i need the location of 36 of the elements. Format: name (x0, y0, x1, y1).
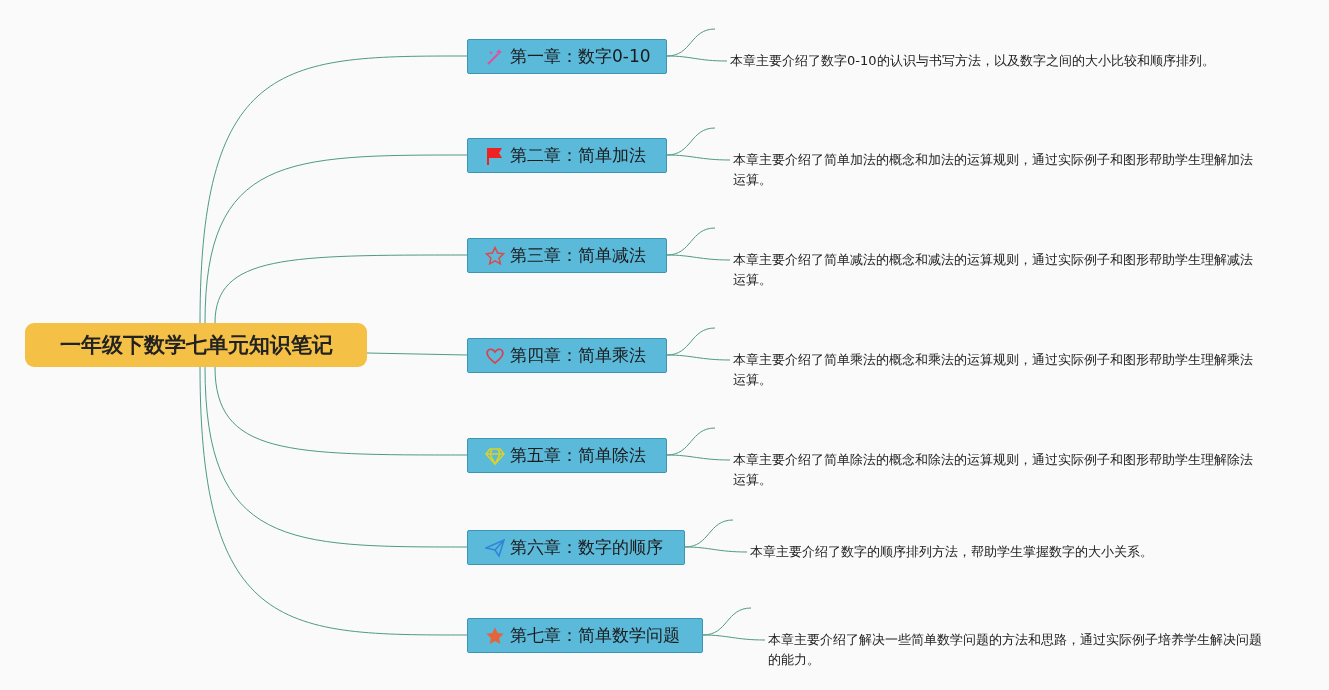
chapter-title: 第四章：简单乘法 (510, 344, 646, 367)
connector-line (199, 55, 468, 324)
chapter-title: 第六章：数字的顺序 (510, 536, 663, 559)
chapter-title: 第一章：数字0-10 (510, 45, 651, 68)
note-text: 本章主要介绍了数字的顺序排列方法，帮助学生掌握数字的大小关系。 (750, 542, 1230, 562)
chapter-box (467, 530, 685, 565)
chapter-title: 第二章：简单加法 (510, 144, 646, 167)
chapter-box (467, 238, 667, 273)
connector-line (199, 366, 468, 636)
connector-line (214, 366, 468, 456)
connector-line (666, 227, 731, 261)
connector-line (684, 519, 748, 553)
chapter-title: 第七章：简单数学问题 (510, 624, 680, 647)
connector-line (666, 427, 731, 461)
chapter-box (467, 618, 703, 653)
connector-line (666, 327, 731, 361)
note-text: 本章主要介绍了简单乘法的概念和乘法的运算规则，通过实际例子和图形帮助学生理解乘法运算。 (733, 350, 1258, 390)
connector-line (204, 154, 468, 324)
chapter-title: 第三章：简单减法 (510, 244, 646, 267)
connector-line (666, 127, 731, 161)
connector-line (214, 254, 468, 324)
connector-line (666, 28, 728, 62)
connector-line (366, 352, 468, 356)
root-topic-box: 一年级下数学七单元知识笔记 (25, 323, 367, 367)
note-text: 本章主要介绍了简单减法的概念和减法的运算规则，通过实际例子和图形帮助学生理解减法运算。 (733, 250, 1258, 290)
note-text: 本章主要介绍了简单加法的概念和加法的运算规则，通过实际例子和图形帮助学生理解加法运算。 (733, 150, 1258, 190)
note-text: 本章主要介绍了解决一些简单数学问题的方法和思路，通过实际例子培养学生解决问题的能力。 (768, 630, 1268, 670)
connector-line (204, 366, 468, 548)
note-text: 本章主要介绍了数字0-10的认识与书写方法，以及数字之间的大小比较和顺序排列。 (730, 51, 1230, 71)
note-text: 本章主要介绍了简单除法的概念和除法的运算规则，通过实际例子和图形帮助学生理解除法运算。 (733, 450, 1258, 490)
chapter-box (467, 138, 667, 173)
connector-line (702, 607, 766, 641)
chapter-box (467, 39, 667, 74)
chapter-title: 第五章：简单除法 (510, 444, 646, 467)
chapter-box (467, 438, 667, 473)
chapter-box (467, 338, 667, 373)
